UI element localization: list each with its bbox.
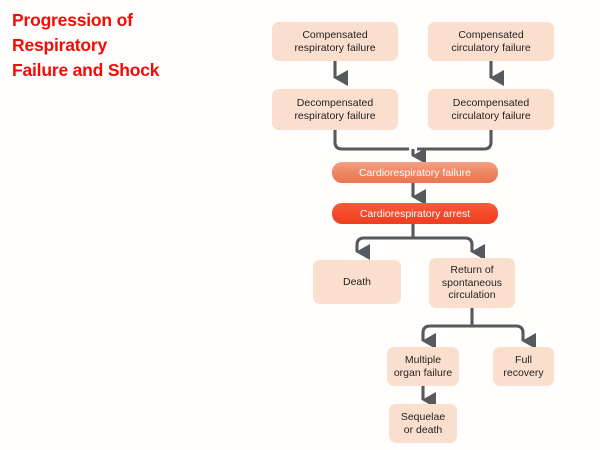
node-label: Cardiorespiratory failure — [358, 166, 472, 179]
node-label: Sequelae or death — [400, 410, 446, 436]
edge-arrest-to-death — [355, 236, 413, 261]
node-full-recovery[interactable]: Full recovery — [493, 347, 554, 386]
node-cardiorespiratory-arrest[interactable]: Cardiorespiratory arrest — [332, 203, 498, 224]
node-return-of-spontaneous-circulation[interactable]: Return of spontaneous circulation — [429, 258, 515, 308]
node-label: Multiple organ failure — [393, 353, 453, 379]
node-death[interactable]: Death — [313, 260, 401, 304]
node-decompensated-respiratory-failure[interactable]: Decompensated respiratory failure — [272, 89, 398, 130]
page-title: Progression of Respiratory Failure and S… — [12, 10, 160, 80]
node-decompensated-circulatory-failure[interactable]: Decompensated circulatory failure — [428, 89, 554, 130]
node-label: Return of spontaneous circulation — [441, 264, 503, 302]
node-cardiorespiratory-failure[interactable]: Cardiorespiratory failure — [332, 162, 498, 183]
node-label: Full recovery — [503, 353, 544, 379]
node-label: Compensated circulatory failure — [451, 28, 531, 54]
node-label: Death — [342, 275, 372, 288]
node-compensated-circulatory-failure[interactable]: Compensated circulatory failure — [428, 22, 554, 61]
edge-decompresp-to-merge — [333, 130, 409, 151]
edge-rosc-to-mof — [421, 324, 472, 350]
node-sequelae-or-death[interactable]: Sequelae or death — [389, 404, 457, 443]
node-label: Decompensated circulatory failure — [451, 96, 531, 122]
node-label: Compensated respiratory failure — [294, 28, 376, 54]
node-label: Cardiorespiratory arrest — [359, 207, 471, 220]
node-label: Decompensated respiratory failure — [294, 96, 376, 122]
edge-rosc-to-full-recovery — [472, 324, 537, 350]
node-multiple-organ-failure[interactable]: Multiple organ failure — [387, 347, 459, 386]
edge-decompcirc-to-merge — [417, 130, 493, 151]
node-compensated-respiratory-failure[interactable]: Compensated respiratory failure — [272, 22, 398, 61]
edge-arrest-to-rosc — [413, 236, 486, 261]
